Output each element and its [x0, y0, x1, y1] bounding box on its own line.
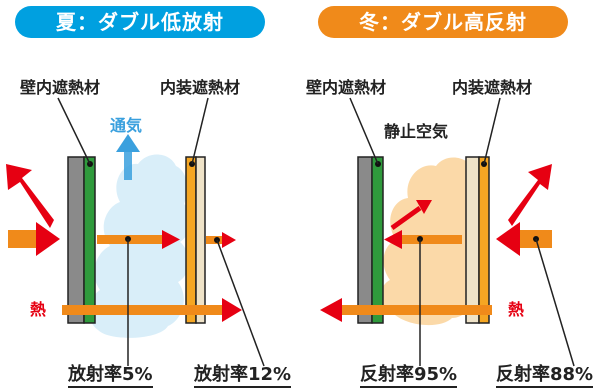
vent-arrow [116, 134, 140, 180]
summer-reflect-arrow [6, 164, 54, 228]
summer-wall-board [67, 156, 85, 324]
summer-heat-arrow [62, 298, 242, 322]
winter-wall-board [357, 156, 373, 324]
summer-rate-left: 放射率5% [68, 364, 153, 388]
winter-title: 冬：ダブル高反射 [318, 6, 568, 38]
summer-heat-label: 熱 [30, 300, 47, 319]
summer-incoming-arrow [8, 222, 60, 256]
summer-small-radiation-arrow [206, 232, 236, 248]
winter-wall-label: 壁内遮熱材 [306, 78, 387, 97]
summer-airflow-label: 通気 [110, 116, 143, 135]
winter-air-label: 静止空気 [384, 122, 449, 141]
winter-inner-beige [465, 156, 480, 324]
winter-incoming-arrow [496, 222, 552, 256]
summer-inner-label: 内装遮熱材 [160, 78, 241, 97]
summer-wall-label: 壁内遮熱材 [20, 78, 101, 97]
summer-rate-right: 放射率12% [194, 364, 292, 388]
winter-rate-left: 反射率95% [360, 364, 458, 388]
summer-inner-beige [195, 156, 206, 324]
winter-reflected-diagonal-arrow [390, 200, 432, 231]
winter-heat-arrow [320, 298, 492, 322]
winter-reflect-arrow [508, 164, 552, 226]
summer-wall-insulation [83, 156, 96, 324]
summer-air-cloud [88, 154, 192, 338]
summer-title: 夏：ダブル低放射 [15, 6, 265, 38]
winter-wall-insulation [371, 156, 384, 324]
winter-heat-label: 熱 [508, 300, 525, 319]
winter-rate-right: 反射率88% [496, 364, 594, 388]
winter-inner-orange [478, 156, 490, 324]
winter-inner-label: 内装遮熱材 [452, 78, 533, 97]
summer-inner-orange [185, 156, 197, 324]
